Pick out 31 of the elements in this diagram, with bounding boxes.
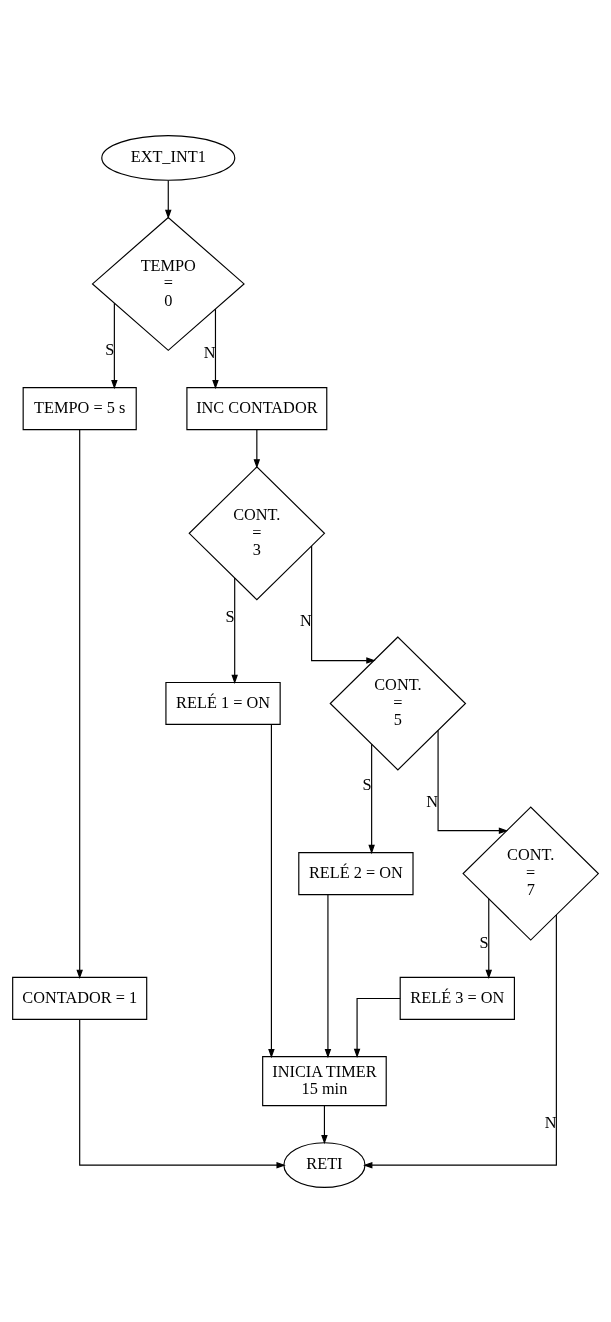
arrow: [111, 302, 118, 389]
node-ellipse: EXT_INT1: [101, 134, 236, 181]
arrow: [212, 308, 219, 389]
node-box: INICIA TIMER 15 min: [262, 1055, 387, 1106]
arrow: [165, 179, 172, 219]
node-ellipse: RETI: [283, 1141, 366, 1188]
edge-label: N: [426, 791, 439, 811]
arrow: [353, 997, 401, 1058]
arrow: [231, 576, 238, 684]
node-box: RELÉ 1 = ON: [165, 681, 281, 725]
node-box: INC CONTADOR: [186, 386, 328, 430]
arrow: [437, 729, 509, 834]
arrow: [79, 1018, 286, 1168]
arrow: [363, 914, 557, 1168]
arrow: [268, 723, 275, 1058]
edge-label: N: [544, 1112, 557, 1132]
arrow: [311, 544, 376, 664]
arrow: [485, 897, 493, 979]
node-box: TEMPO = 5 s: [22, 386, 137, 430]
arrow: [368, 743, 375, 854]
arrow: [253, 428, 261, 469]
edge-label: S: [225, 606, 235, 626]
node-box: RELÉ 3 = ON: [399, 976, 515, 1020]
arrow: [321, 1104, 328, 1144]
node-box: CONTADOR = 1: [12, 976, 148, 1020]
node-box: RELÉ 2 = ON: [298, 851, 414, 895]
arrow: [324, 893, 332, 1058]
node-diamond: CONT. = 3: [188, 465, 326, 601]
arrow: [76, 428, 83, 979]
edge-label: S: [362, 774, 372, 794]
node-diamond: CONT. = 5: [329, 635, 467, 771]
